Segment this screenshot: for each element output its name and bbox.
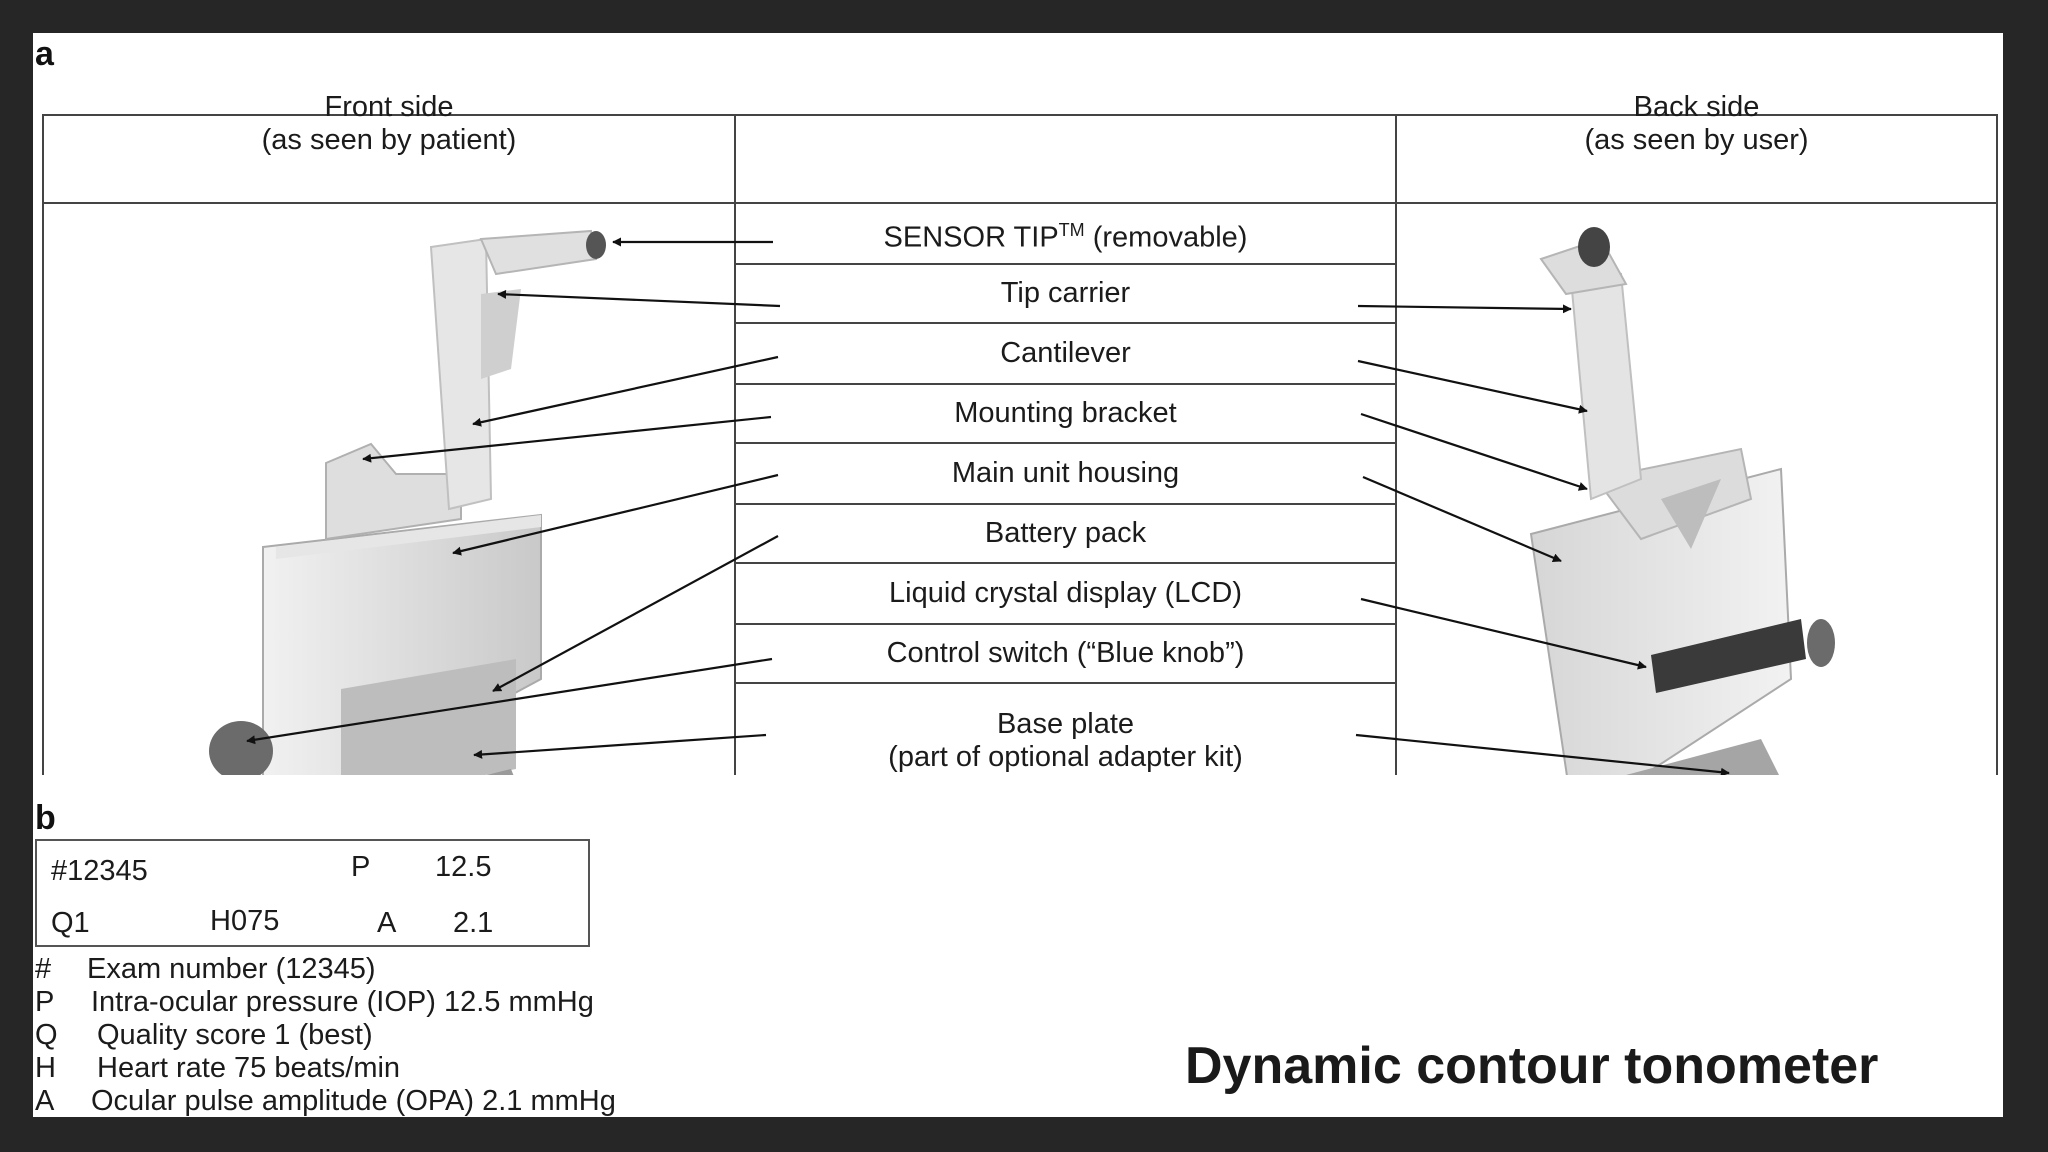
- front-side-title: Front side: [324, 91, 454, 123]
- arrow-cantilever-back: [1357, 359, 1588, 414]
- arrow-mounting-bracket-front: [362, 415, 772, 463]
- legend-text: Quality score 1 (best): [97, 1019, 373, 1051]
- table-grid: [42, 114, 1998, 775]
- part-label-control-switch: Control switch (“Blue knob”): [886, 637, 1245, 669]
- panel-a-label: a: [35, 35, 54, 73]
- diagram-graphics: [42, 114, 1998, 775]
- lcd-exam-number: #12345: [51, 855, 148, 887]
- lcd-p-label: P: [351, 851, 371, 883]
- arrow-cantilever-front: [472, 355, 779, 427]
- lcd-heart-rate: H075: [210, 905, 280, 937]
- tonometer-parts-diagram: Front side (as seen by patient) Back sid…: [41, 79, 2003, 775]
- back-side-subtitle: (as seen by user): [1584, 124, 1809, 156]
- legend-symbol: P: [35, 986, 55, 1018]
- legend-symbol: A: [35, 1085, 55, 1117]
- table-outer-border: [42, 114, 1998, 775]
- panel-b-label: b: [35, 799, 56, 837]
- part-label-sensor-tip: SENSOR TIPTM (removable): [883, 220, 1248, 254]
- back-device-illustration: [1529, 227, 1835, 775]
- legend-text: Heart rate 75 beats/min: [97, 1052, 401, 1084]
- lcd-a-value: 2.1: [453, 907, 494, 939]
- part-label-tip-carrier: Tip carrier: [1000, 277, 1131, 309]
- part-label-mounting-bracket: Mounting bracket: [954, 397, 1177, 429]
- legend-symbol: H: [35, 1052, 56, 1084]
- front-side-header: Front side (as seen by patient): [43, 79, 735, 169]
- arrow-base-plate-front: [473, 733, 767, 759]
- arrow-main-housing-back: [1362, 475, 1562, 563]
- arrow-tip-carrier-front: [497, 289, 781, 308]
- legend-symbol: Q: [35, 1019, 58, 1051]
- arrow-main-housing-front: [452, 473, 779, 556]
- front-side-subtitle: (as seen by patient): [261, 124, 517, 156]
- legend-text: Exam number (12345): [87, 953, 376, 985]
- arrow-control-switch-front: [246, 657, 773, 745]
- front-device-illustration: [209, 229, 606, 775]
- arrow-lcd-back: [1360, 597, 1647, 670]
- part-label-base-plate: Base plate (part of optional adapter kit…: [888, 708, 1243, 773]
- legend-text: Intra-ocular pressure (IOP) 12.5 mmHg: [91, 986, 594, 1018]
- slide-panel: a: [33, 33, 2003, 1117]
- part-label-main-unit-housing: Main unit housing: [951, 457, 1180, 489]
- arrow-mounting-bracket-back: [1360, 412, 1588, 491]
- back-side-header: Back side (as seen by user): [1396, 79, 1997, 169]
- lcd-a-label: A: [377, 907, 397, 939]
- back-side-title: Back side: [1633, 91, 1760, 123]
- arrow-base-plate-back: [1355, 733, 1730, 775]
- legend-symbol: #: [35, 953, 52, 985]
- lcd-readout-box: #12345 P 12.5 Q1 H075 A 2.1: [35, 839, 590, 947]
- lcd-p-value: 12.5: [435, 851, 492, 883]
- leader-arrows: [246, 237, 1730, 775]
- part-label-cantilever: Cantilever: [1000, 337, 1131, 369]
- part-label-lcd: Liquid crystal display (LCD): [889, 577, 1242, 609]
- legend-text: Ocular pulse amplitude (OPA) 2.1 mmHg: [91, 1085, 616, 1117]
- part-label-battery-pack: Battery pack: [984, 517, 1147, 549]
- lcd-quality: Q1: [51, 907, 90, 939]
- slide-caption: Dynamic contour tonometer: [1185, 1037, 1879, 1095]
- arrow-tip-carrier-back: [1357, 304, 1572, 314]
- arrow-battery-pack-front: [492, 535, 779, 692]
